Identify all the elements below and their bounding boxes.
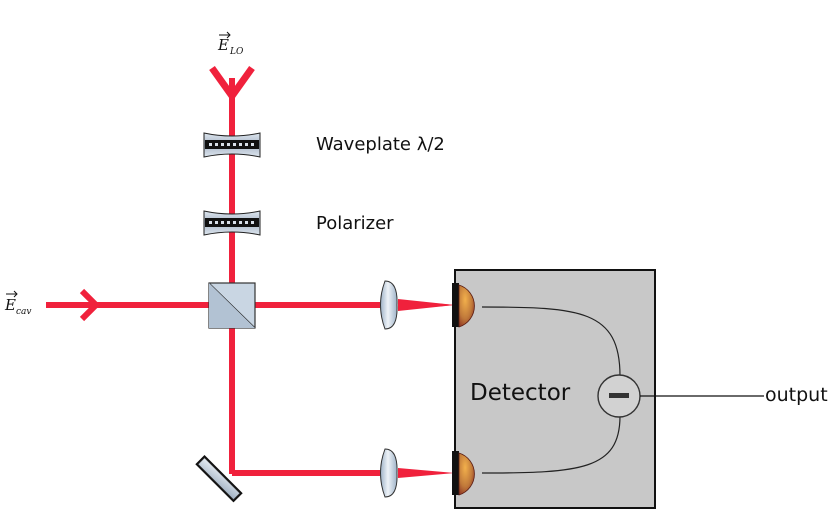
vector-arrow-icon xyxy=(219,31,231,39)
e-lo-label: E LO xyxy=(217,31,244,57)
detector-label: Detector xyxy=(470,380,571,406)
laser-beams xyxy=(46,78,380,476)
beam-splitter-cube-icon xyxy=(208,282,256,329)
subtractor-icon xyxy=(597,374,641,418)
svg-text:cav: cav xyxy=(16,307,32,317)
bottom-photodiode-icon xyxy=(452,451,475,496)
svg-text:E: E xyxy=(217,36,229,54)
detector-wiring xyxy=(481,306,621,474)
waveplate-icon xyxy=(203,132,261,158)
mirror-icon xyxy=(195,455,243,503)
polarizer-icon xyxy=(203,210,261,236)
waveplate-label: Waveplate λ/2 xyxy=(316,134,445,155)
output-label: output xyxy=(765,384,828,406)
top-focus-cone-2 xyxy=(398,300,455,310)
lo-arrow-icon xyxy=(209,65,255,99)
polarizer-label: Polarizer xyxy=(316,213,394,234)
svg-text:LO: LO xyxy=(229,47,244,57)
bottom-focus-cone xyxy=(398,468,455,478)
svg-text:E: E xyxy=(4,296,16,314)
vector-arrow-icon xyxy=(6,290,18,298)
e-cav-label: E cav xyxy=(4,290,32,317)
top-lens-icon xyxy=(380,280,398,330)
cav-arrow-icon xyxy=(79,288,101,322)
bottom-lens-icon xyxy=(380,448,398,498)
top-photodiode-icon xyxy=(452,283,475,328)
